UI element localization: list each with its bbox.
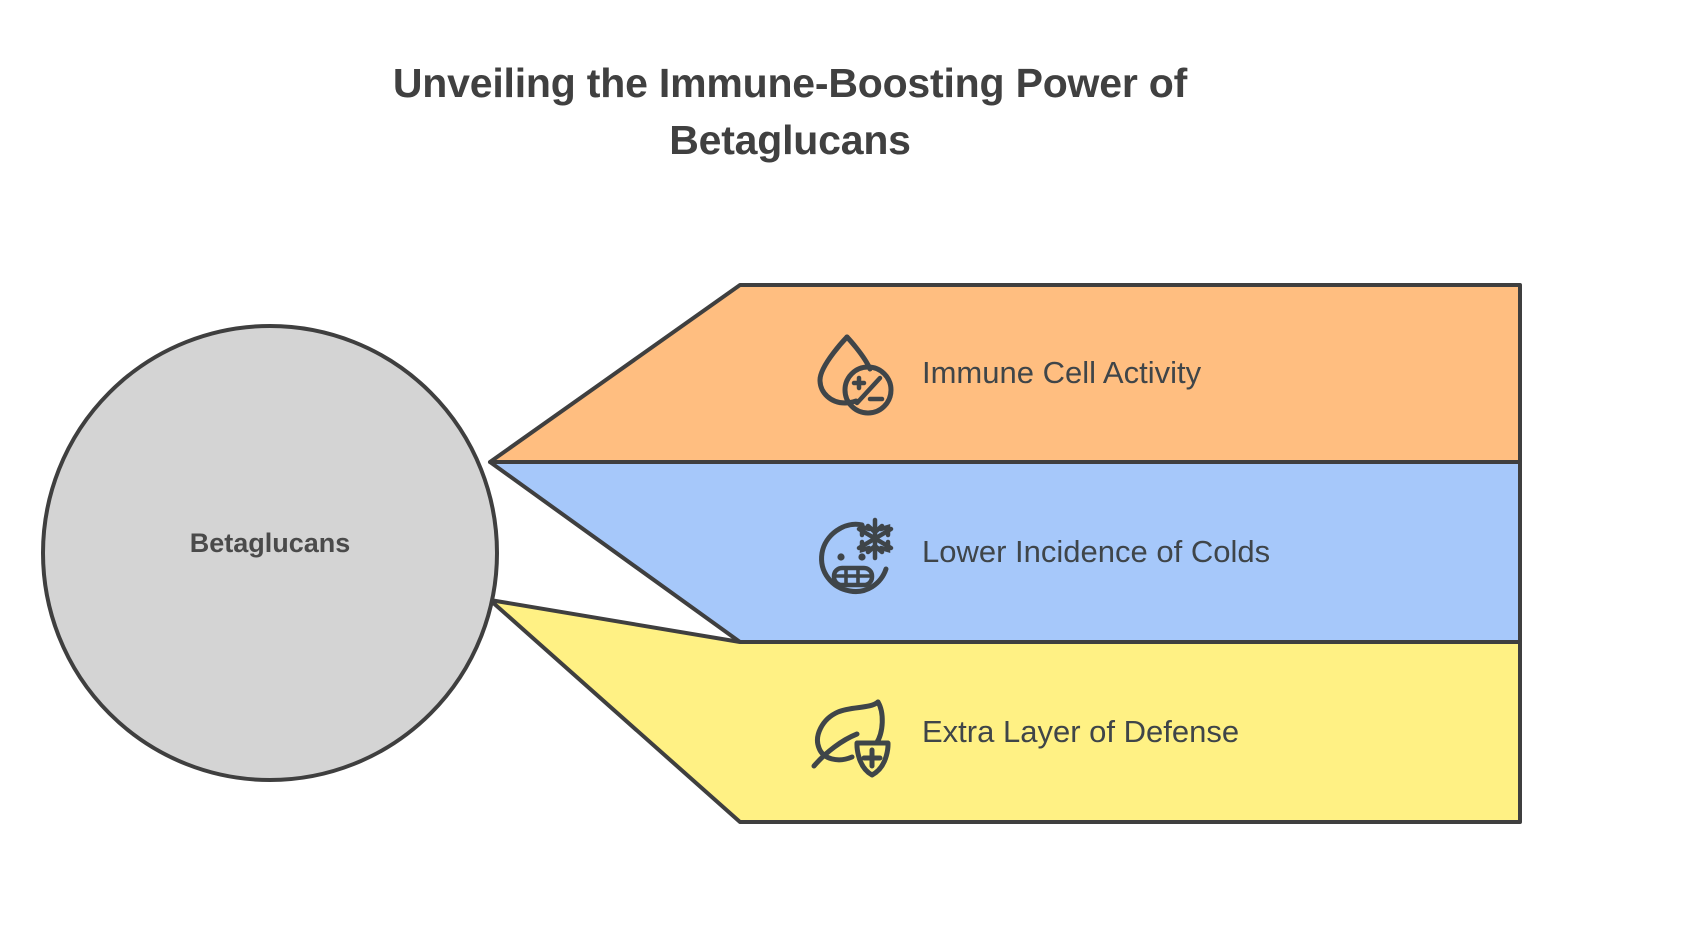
page-title: Unveiling the Immune-Boosting Power of B… [392, 60, 1188, 163]
branch-band-immune-cell-activity[interactable] [488, 283, 1522, 464]
branch-band-extra-layer-of-defense[interactable] [488, 598, 1522, 824]
branch-band-lower-incidence-of-colds[interactable] [488, 460, 1522, 644]
central-node-circle[interactable] [41, 324, 499, 782]
